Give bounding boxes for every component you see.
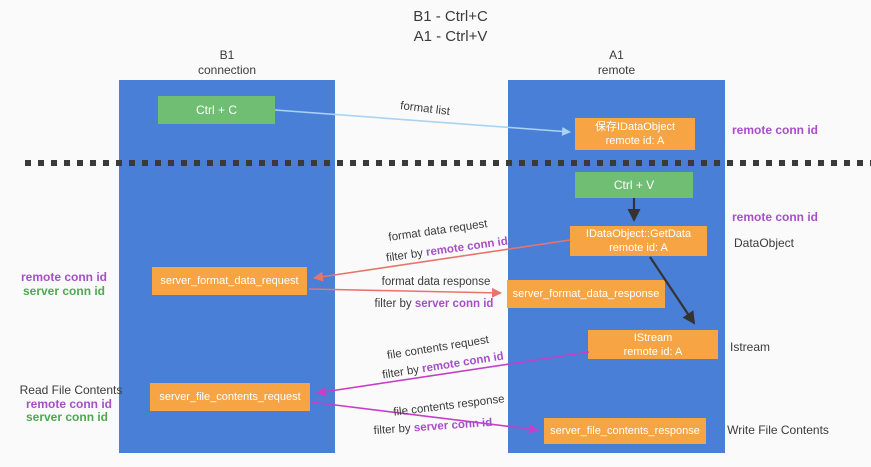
left-remote-conn-id-label-2: remote conn id — [25, 397, 113, 411]
lane-b1-role: connection — [197, 63, 257, 77]
node-ctrl-c: Ctrl + C — [158, 96, 275, 124]
lane-a1-role: remote — [597, 63, 636, 77]
node-save-dataobject: 保存IDataObject remote id: A — [575, 118, 695, 150]
node-server-file-contents-request: server_file_contents_request — [150, 383, 310, 411]
title-line-1: B1 - Ctrl+C — [413, 8, 488, 25]
getdata-line1: IDataObject::GetData — [585, 228, 692, 240]
lane-a1-name: A1 — [609, 48, 624, 62]
lane-header-b1: B1 connection — [119, 48, 335, 78]
left-server-conn-id-label: server conn id — [22, 284, 106, 298]
format-list-caption: format list — [399, 100, 451, 118]
node-idataobject-getdata: IDataObject::GetData remote id: A — [570, 226, 707, 256]
ctrl-v-label: Ctrl + V — [613, 178, 655, 192]
format-response-label: server_format_data_response — [512, 288, 660, 300]
lane-b1-name: B1 — [219, 48, 235, 62]
file-contents-response-caption: file contents response — [392, 393, 506, 419]
diagram-title: B1 - Ctrl+C A1 - Ctrl+V — [15, 7, 871, 47]
lane-header-a1: A1 remote — [508, 48, 725, 78]
node-server-format-data-request: server_format_data_request — [152, 267, 307, 295]
node-server-format-data-response: server_format_data_response — [507, 280, 665, 308]
node-server-file-contents-response: server_file_contents_response — [544, 418, 706, 444]
right-remote-conn-id-label: remote conn id — [731, 123, 819, 137]
file-response-label: server_file_contents_response — [550, 425, 700, 437]
format-data-response-filter-caption: filter by server conn id — [374, 298, 494, 310]
istream-label: Istream — [729, 340, 771, 354]
file-request-label: server_file_contents_request — [159, 391, 301, 403]
node-istream: IStream remote id: A — [588, 330, 718, 359]
save-dataobject-line1: 保存IDataObject — [594, 121, 676, 133]
write-file-contents-label: Write File Contents — [727, 423, 829, 437]
getdata-line2: remote id: A — [609, 242, 668, 254]
node-ctrl-v: Ctrl + V — [575, 172, 693, 198]
format-request-label: server_format_data_request — [160, 275, 299, 287]
istream-line1: IStream — [633, 331, 673, 344]
ctrl-c-label: Ctrl + C — [195, 103, 237, 117]
left-server-conn-id-label-2: server conn id — [25, 410, 109, 424]
file-contents-response-filter-caption: filter by server conn id — [373, 416, 493, 438]
read-file-contents-label: Read File Contents — [19, 383, 123, 397]
right-remote-conn-id-label-2: remote conn id — [731, 210, 819, 224]
title-line-2: A1 - Ctrl+V — [413, 28, 488, 45]
format-data-response-caption: format data response — [381, 276, 491, 288]
dataobject-label: DataObject — [733, 236, 795, 250]
istream-line2: remote id: A — [623, 345, 683, 358]
format-data-response-arrow — [308, 287, 502, 298]
left-remote-conn-id-label: remote conn id — [20, 270, 108, 284]
save-dataobject-line2: remote id: A — [605, 135, 665, 147]
